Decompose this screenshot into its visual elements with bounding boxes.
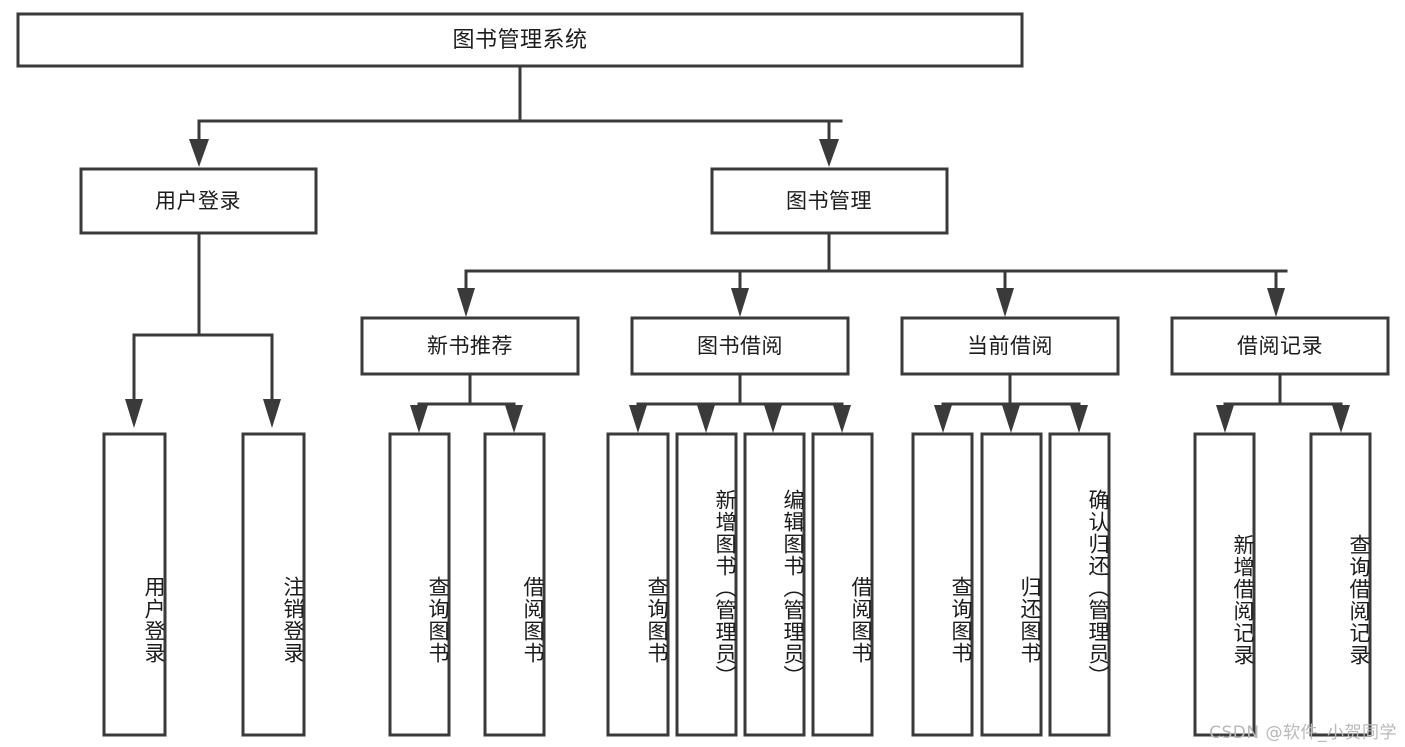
node-book-management-box[interactable]	[710, 167, 949, 235]
arrowhead-leaf-logout	[263, 399, 281, 428]
leaf-box-bb-edit-book[interactable]	[743, 432, 806, 737]
node-book-management[interactable]: 图书管理	[710, 167, 949, 235]
arrowhead-bb-edit	[764, 405, 782, 433]
leaf-box-layer	[102, 432, 1372, 737]
connector-layer	[125, 63, 1350, 433]
csdn-watermark: CSDN @软件_小贺同学	[1209, 723, 1397, 743]
leaf-box-cb-confirm-return[interactable]	[1048, 432, 1111, 737]
node-new-book-recommend[interactable]: 新书推荐	[360, 316, 580, 376]
leaf-box-nb-query-book[interactable]	[388, 432, 451, 737]
node-book-borrow-box[interactable]	[630, 316, 850, 376]
node-root-system-label: 图书管理系统	[452, 28, 587, 53]
node-borrow-record[interactable]: 借阅记录	[1170, 316, 1390, 376]
leaf-box-logout[interactable]	[241, 432, 306, 737]
arrowhead-bb-add	[697, 405, 715, 433]
node-new-book-recommend-label: 新书推荐	[427, 334, 513, 358]
node-current-borrow[interactable]: 当前借阅	[900, 316, 1120, 376]
arrowhead-br-add	[1216, 405, 1234, 433]
arrowhead-leaf-user-login	[125, 399, 143, 428]
node-book-management-label: 图书管理	[786, 189, 872, 213]
arrowhead-current-borrow	[996, 288, 1014, 317]
node-user-login-box[interactable]	[79, 167, 318, 235]
leaf-box-user-login[interactable]	[102, 432, 167, 737]
arrowhead-book-manage	[819, 139, 839, 167]
node-user-login-label: 用户登录	[155, 189, 241, 213]
arrowhead-br-query	[1332, 405, 1350, 433]
arrowhead-borrow-record	[1267, 288, 1285, 317]
node-borrow-record-label: 借阅记录	[1237, 334, 1323, 358]
leaf-box-br-add-record[interactable]	[1193, 432, 1256, 737]
arrowhead-cb-query	[934, 405, 952, 433]
arrowhead-bb-query	[629, 405, 647, 433]
arrowhead-new-book	[457, 288, 475, 317]
leaf-box-br-query-record[interactable]	[1309, 432, 1372, 737]
leaf-box-cb-return-book[interactable]	[980, 432, 1043, 737]
arrowhead-cb-confirm	[1070, 405, 1088, 433]
node-current-borrow-label: 当前借阅	[967, 334, 1053, 358]
arrowhead-nb-borrow	[505, 405, 523, 433]
node-book-borrow[interactable]: 图书借阅	[630, 316, 850, 376]
node-book-borrow-label: 图书借阅	[697, 334, 783, 358]
arrowhead-cb-return	[1002, 405, 1020, 433]
leaf-box-bb-add-book[interactable]	[675, 432, 738, 737]
arrowhead-bb-borrow	[833, 405, 851, 433]
leaf-box-nb-borrow-book[interactable]	[483, 432, 546, 737]
leaf-box-bb-borrow-book[interactable]	[811, 432, 874, 737]
node-new-book-recommend-box[interactable]	[360, 316, 580, 376]
node-root-system[interactable]: 图书管理系统	[16, 12, 1024, 68]
node-borrow-record-box[interactable]	[1170, 316, 1390, 376]
arrowhead-nb-query	[410, 405, 428, 433]
node-root-system-box[interactable]	[16, 12, 1024, 68]
leaf-box-bb-query-book[interactable]	[606, 432, 670, 737]
arrowhead-user-login	[189, 139, 209, 167]
node-current-borrow-box[interactable]	[900, 316, 1120, 376]
leaf-box-cb-query-book[interactable]	[911, 432, 974, 737]
node-user-login[interactable]: 用户登录	[79, 167, 318, 235]
arrowhead-book-borrow	[731, 288, 749, 317]
